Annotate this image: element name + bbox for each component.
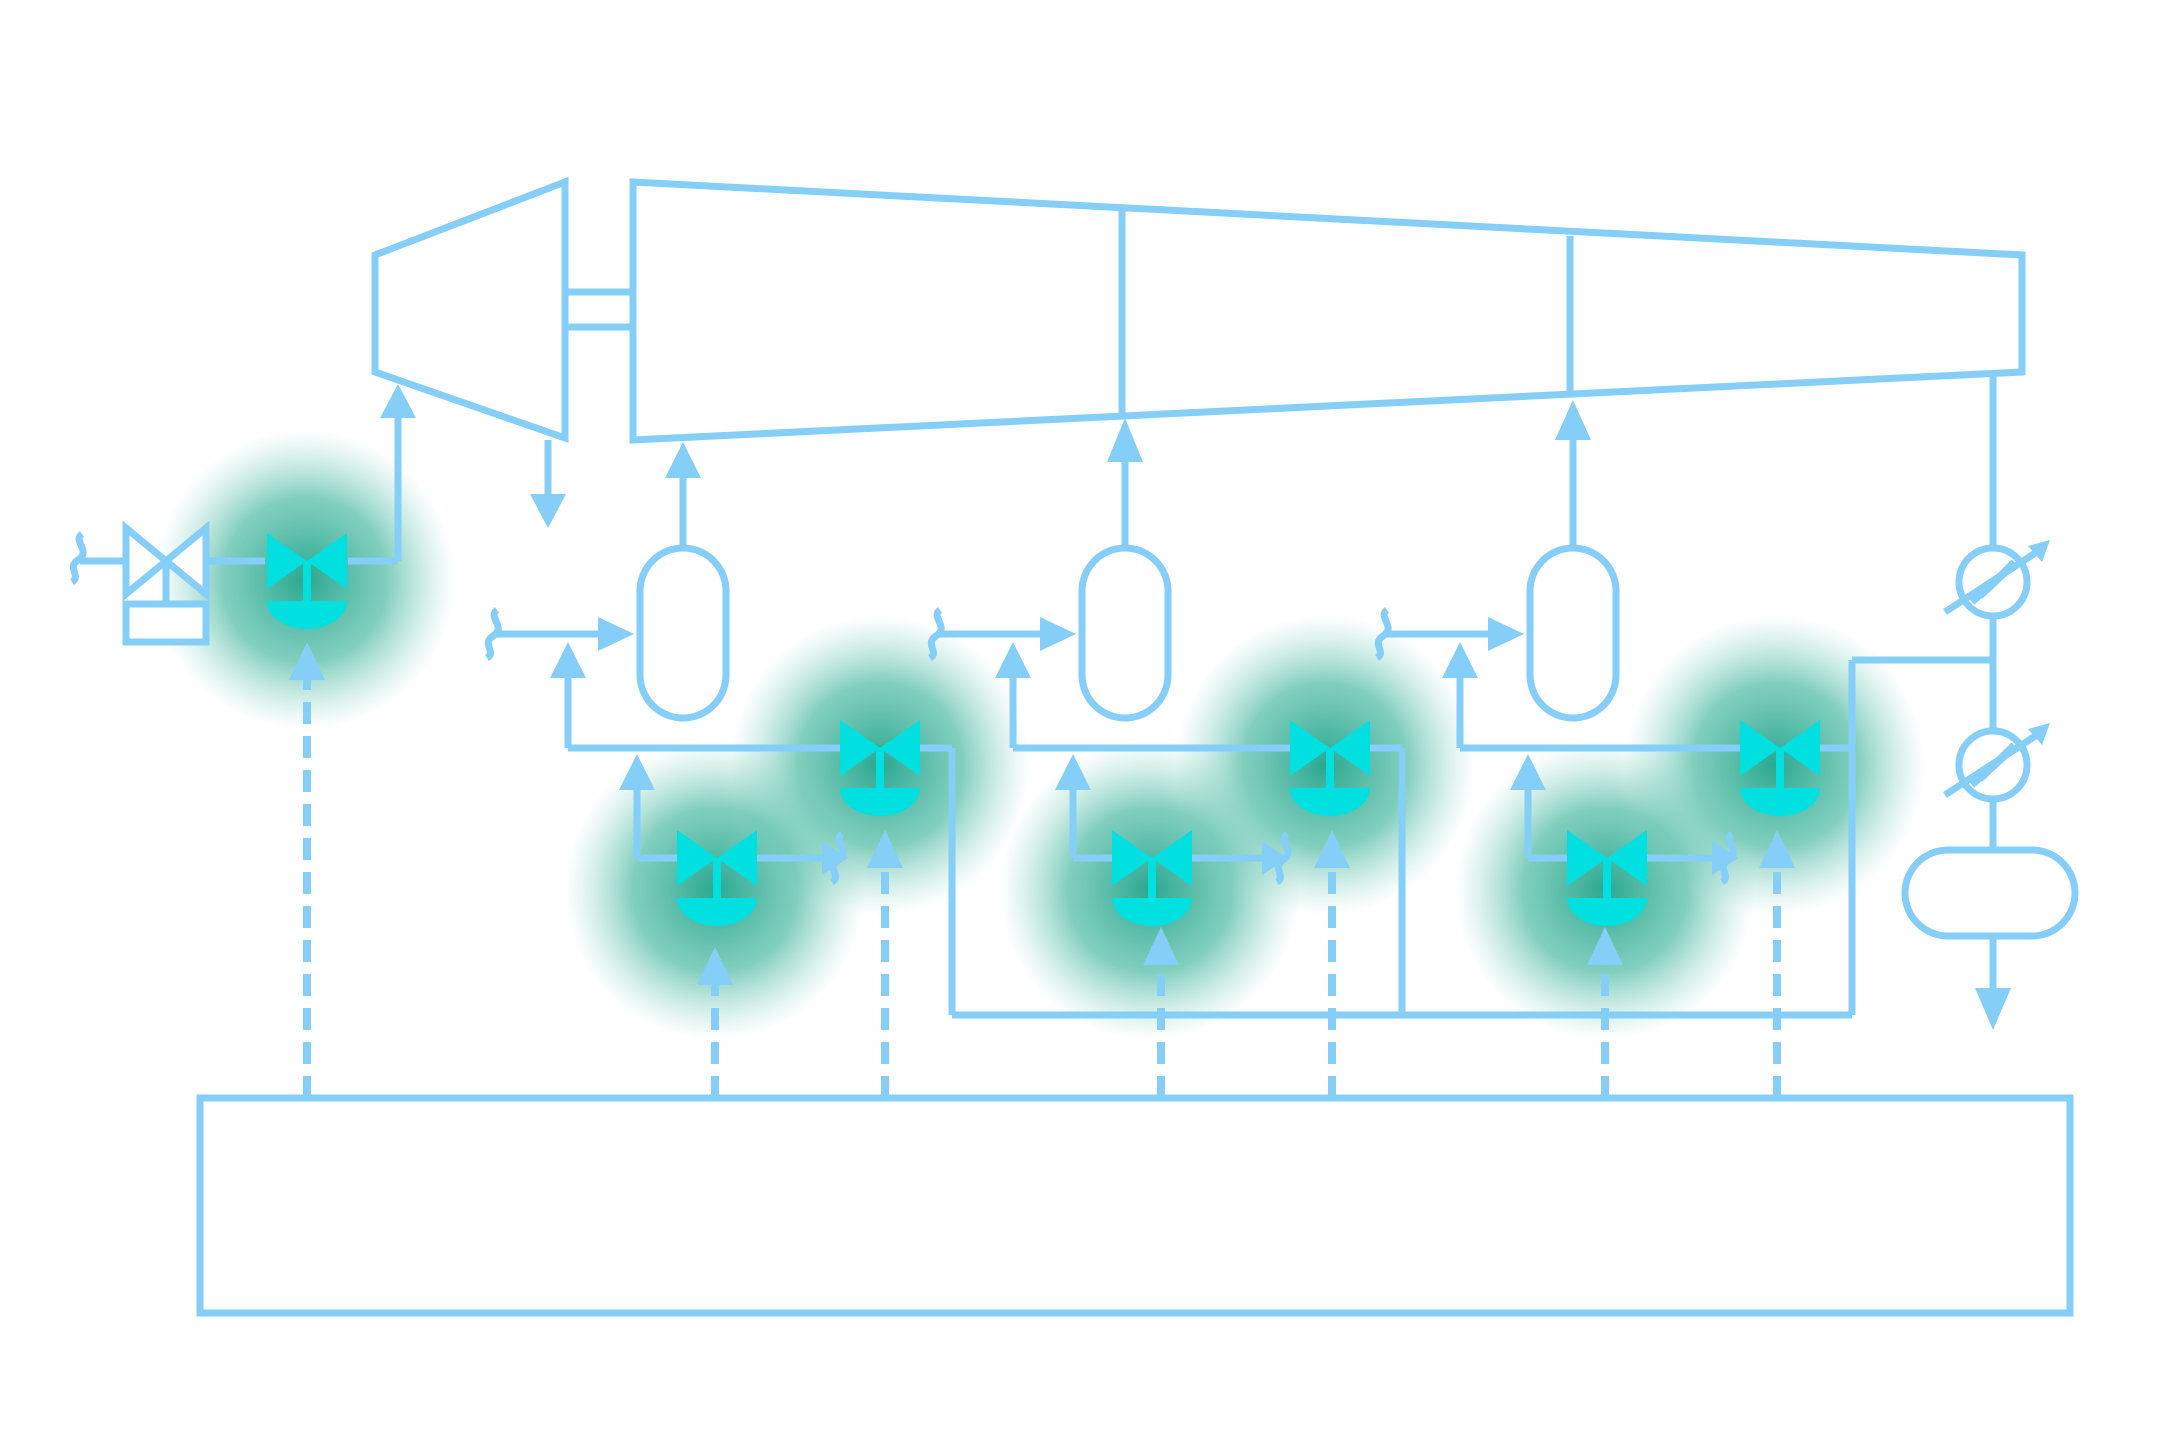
condensate-train [1901,372,2079,1030]
arrow-icon [665,442,701,478]
valve-body-right [1152,830,1192,886]
arrow-icon [530,494,566,528]
control-valve-icon[interactable] [1112,830,1192,926]
valve-body-right [1330,720,1370,776]
valve-body-left [1112,830,1152,886]
arrow-icon [289,642,325,680]
arrow-icon [598,617,634,651]
arrow-icon [550,642,586,678]
control-valve-icon[interactable] [1740,720,1820,816]
turbine-coupling [561,288,637,331]
arrow-icon [1442,642,1478,678]
break-symbol-icon [1374,607,1392,661]
turbine [371,176,2026,444]
valve-icon [122,520,210,646]
turbine-lp-casing [629,178,2026,444]
break-symbol-icon [927,607,945,661]
arrow-icon [1055,754,1091,790]
arrow-icon [380,384,416,418]
control-valve-icon[interactable] [1567,830,1647,926]
control-valve-icon[interactable] [1290,720,1370,816]
valve-actuator [267,601,347,629]
vessel-icon [636,544,730,722]
extraction-group-2 [927,418,1406,1015]
turbine-hp-section [371,176,569,443]
arrow-icon [697,947,733,985]
valve-body-right [307,533,347,589]
heat-exchanger-icon [1943,540,2050,620]
arrow-icon [1143,927,1179,965]
break-symbol-icon [69,531,87,585]
valve-actuator-box [122,600,210,646]
control-system-block[interactable] [196,1094,2074,1317]
control-valve-icon[interactable] [840,720,920,816]
valve-actuator [1567,898,1647,926]
valve-body-right [880,720,920,776]
break-symbol-icon [484,607,502,661]
valve-actuator [1290,788,1370,816]
arrow-icon [1587,927,1623,965]
valve-actuator [677,898,757,926]
arrow-icon [1759,830,1795,868]
valve-glows [155,430,1925,1040]
valve-body-right [1607,830,1647,886]
vessel-icon [1078,544,1172,722]
main-steam-line [69,384,416,646]
hp-exhaust [530,440,566,528]
valve-actuator [1740,788,1820,816]
valve-body-left [1740,720,1780,776]
extraction-group-3 [1374,400,1993,1015]
break-symbol-icon [829,831,847,885]
arrow-icon [1040,617,1076,651]
vessel-icon [1526,544,1620,722]
vessel-icon [1901,846,2079,940]
arrow-icon [1107,418,1143,462]
valve-body-right [717,830,757,886]
extraction-group-1 [484,442,956,1015]
valve-actuator [1112,898,1192,926]
control-signals [289,642,1795,1098]
arrow-icon [1555,400,1591,440]
valve-body-left [1567,830,1607,886]
arrow-icon [867,830,903,868]
control-valve-icon[interactable] [677,830,757,926]
arrow-icon [1510,754,1546,790]
break-symbol-icon [1719,831,1737,885]
arrow-icon [1975,988,2011,1030]
valve-actuator [840,788,920,816]
heat-exchanger-icon [1943,723,2050,803]
arrow-icon [1314,830,1350,868]
arrow-icon [1488,617,1524,651]
valve-body-right [1780,720,1820,776]
control-valves [267,533,1820,926]
valve-body-left [840,720,880,776]
arrow-icon [995,642,1031,678]
arrow-icon [619,754,655,790]
arrow-icon [1262,841,1288,875]
control-valve-icon[interactable] [267,533,347,629]
valve-body-left [1290,720,1330,776]
valve-body-left [267,533,307,589]
valve-body-left [677,830,717,886]
break-symbol-icon [1274,831,1292,885]
